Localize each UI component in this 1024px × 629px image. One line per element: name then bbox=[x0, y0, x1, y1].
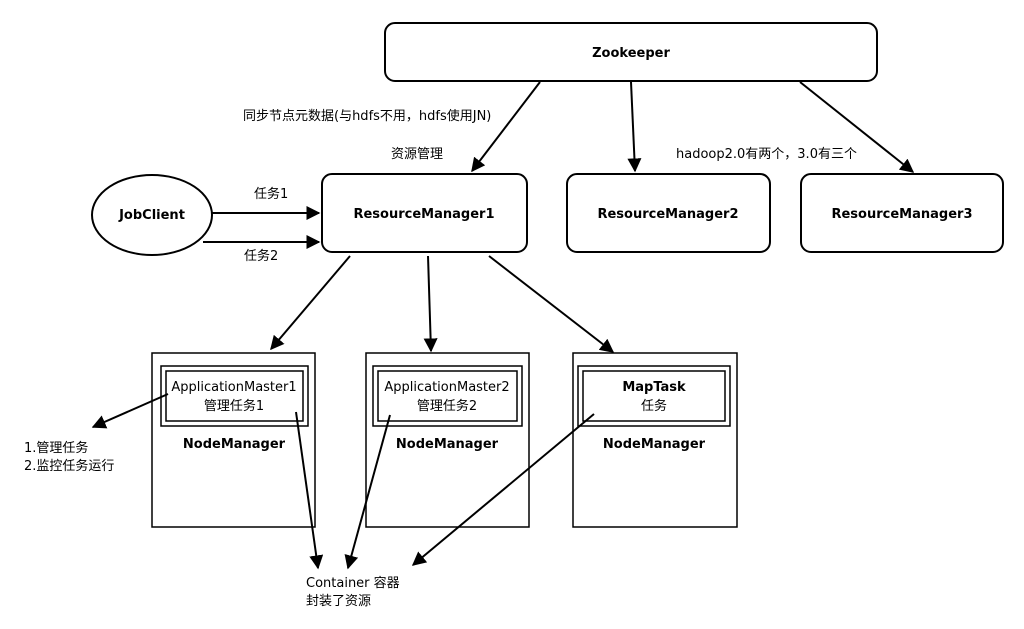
jobclient-label: JobClient bbox=[118, 208, 185, 223]
edge-rm1-nodemanager1 bbox=[270, 255, 351, 351]
resourcemanager2-label: ResourceManager2 bbox=[597, 207, 738, 222]
nodemanager1-label: NodeManager bbox=[183, 437, 286, 452]
edge-nodemanager2-container bbox=[344, 414, 391, 570]
sync-metadata-label: 同步节点元数据(与hdfs不用，hdfs使用JN) bbox=[243, 108, 491, 124]
jobclient-node: JobClient bbox=[91, 174, 213, 256]
am-duty-2-label: 2.监控任务运行 bbox=[24, 458, 114, 474]
nodemanager2-node: ApplicationMaster2 管理任务2 NodeManager bbox=[365, 352, 530, 528]
am-duty-1-label: 1.管理任务 bbox=[24, 440, 88, 456]
zookeeper-label: Zookeeper bbox=[592, 46, 670, 61]
edge-nodemanager1-container bbox=[295, 411, 324, 570]
zookeeper-node: Zookeeper bbox=[384, 22, 878, 82]
edge-rm1-nodemanager3 bbox=[488, 255, 615, 353]
resourcemanager1-label: ResourceManager1 bbox=[353, 207, 494, 222]
edge-zookeeper-rm3 bbox=[799, 81, 915, 173]
nodemanager2-label: NodeManager bbox=[396, 437, 499, 452]
applicationmaster1-title: ApplicationMaster1 bbox=[171, 380, 296, 395]
resourcemanager3-label: ResourceManager3 bbox=[831, 207, 972, 222]
edge-am1-duties bbox=[91, 393, 169, 429]
applicationmaster1-sub: 管理任务1 bbox=[204, 398, 264, 414]
nodemanager1-node: ApplicationMaster1 管理任务1 NodeManager bbox=[151, 352, 316, 528]
resourcemanager1-node: ResourceManager1 bbox=[321, 173, 528, 253]
nodemanager3-label: NodeManager bbox=[603, 437, 706, 452]
edge-maptask-container bbox=[411, 413, 595, 566]
container-sub-label: 封装了资源 bbox=[306, 594, 371, 609]
applicationmaster2-title: ApplicationMaster2 bbox=[384, 380, 509, 395]
applicationmaster2-sub: 管理任务2 bbox=[417, 398, 477, 414]
resourcemanager2-node: ResourceManager2 bbox=[566, 173, 771, 253]
rm-count-label: hadoop2.0有两个，3.0有三个 bbox=[676, 147, 857, 162]
resource-management-label: 资源管理 bbox=[391, 147, 443, 162]
container-label: Container 容器 bbox=[306, 575, 400, 591]
edge-rm1-nodemanager2 bbox=[423, 255, 438, 353]
maptask-title: MapTask bbox=[622, 380, 686, 395]
resourcemanager3-node: ResourceManager3 bbox=[800, 173, 1004, 253]
task2-label: 任务2 bbox=[244, 248, 278, 264]
edge-zookeeper-rm2 bbox=[627, 81, 642, 173]
maptask-sub: 任务 bbox=[641, 398, 667, 414]
task1-label: 任务1 bbox=[254, 186, 288, 202]
nodemanager3-node: MapTask 任务 NodeManager bbox=[572, 352, 738, 528]
edge-zookeeper-rm1 bbox=[471, 81, 541, 173]
